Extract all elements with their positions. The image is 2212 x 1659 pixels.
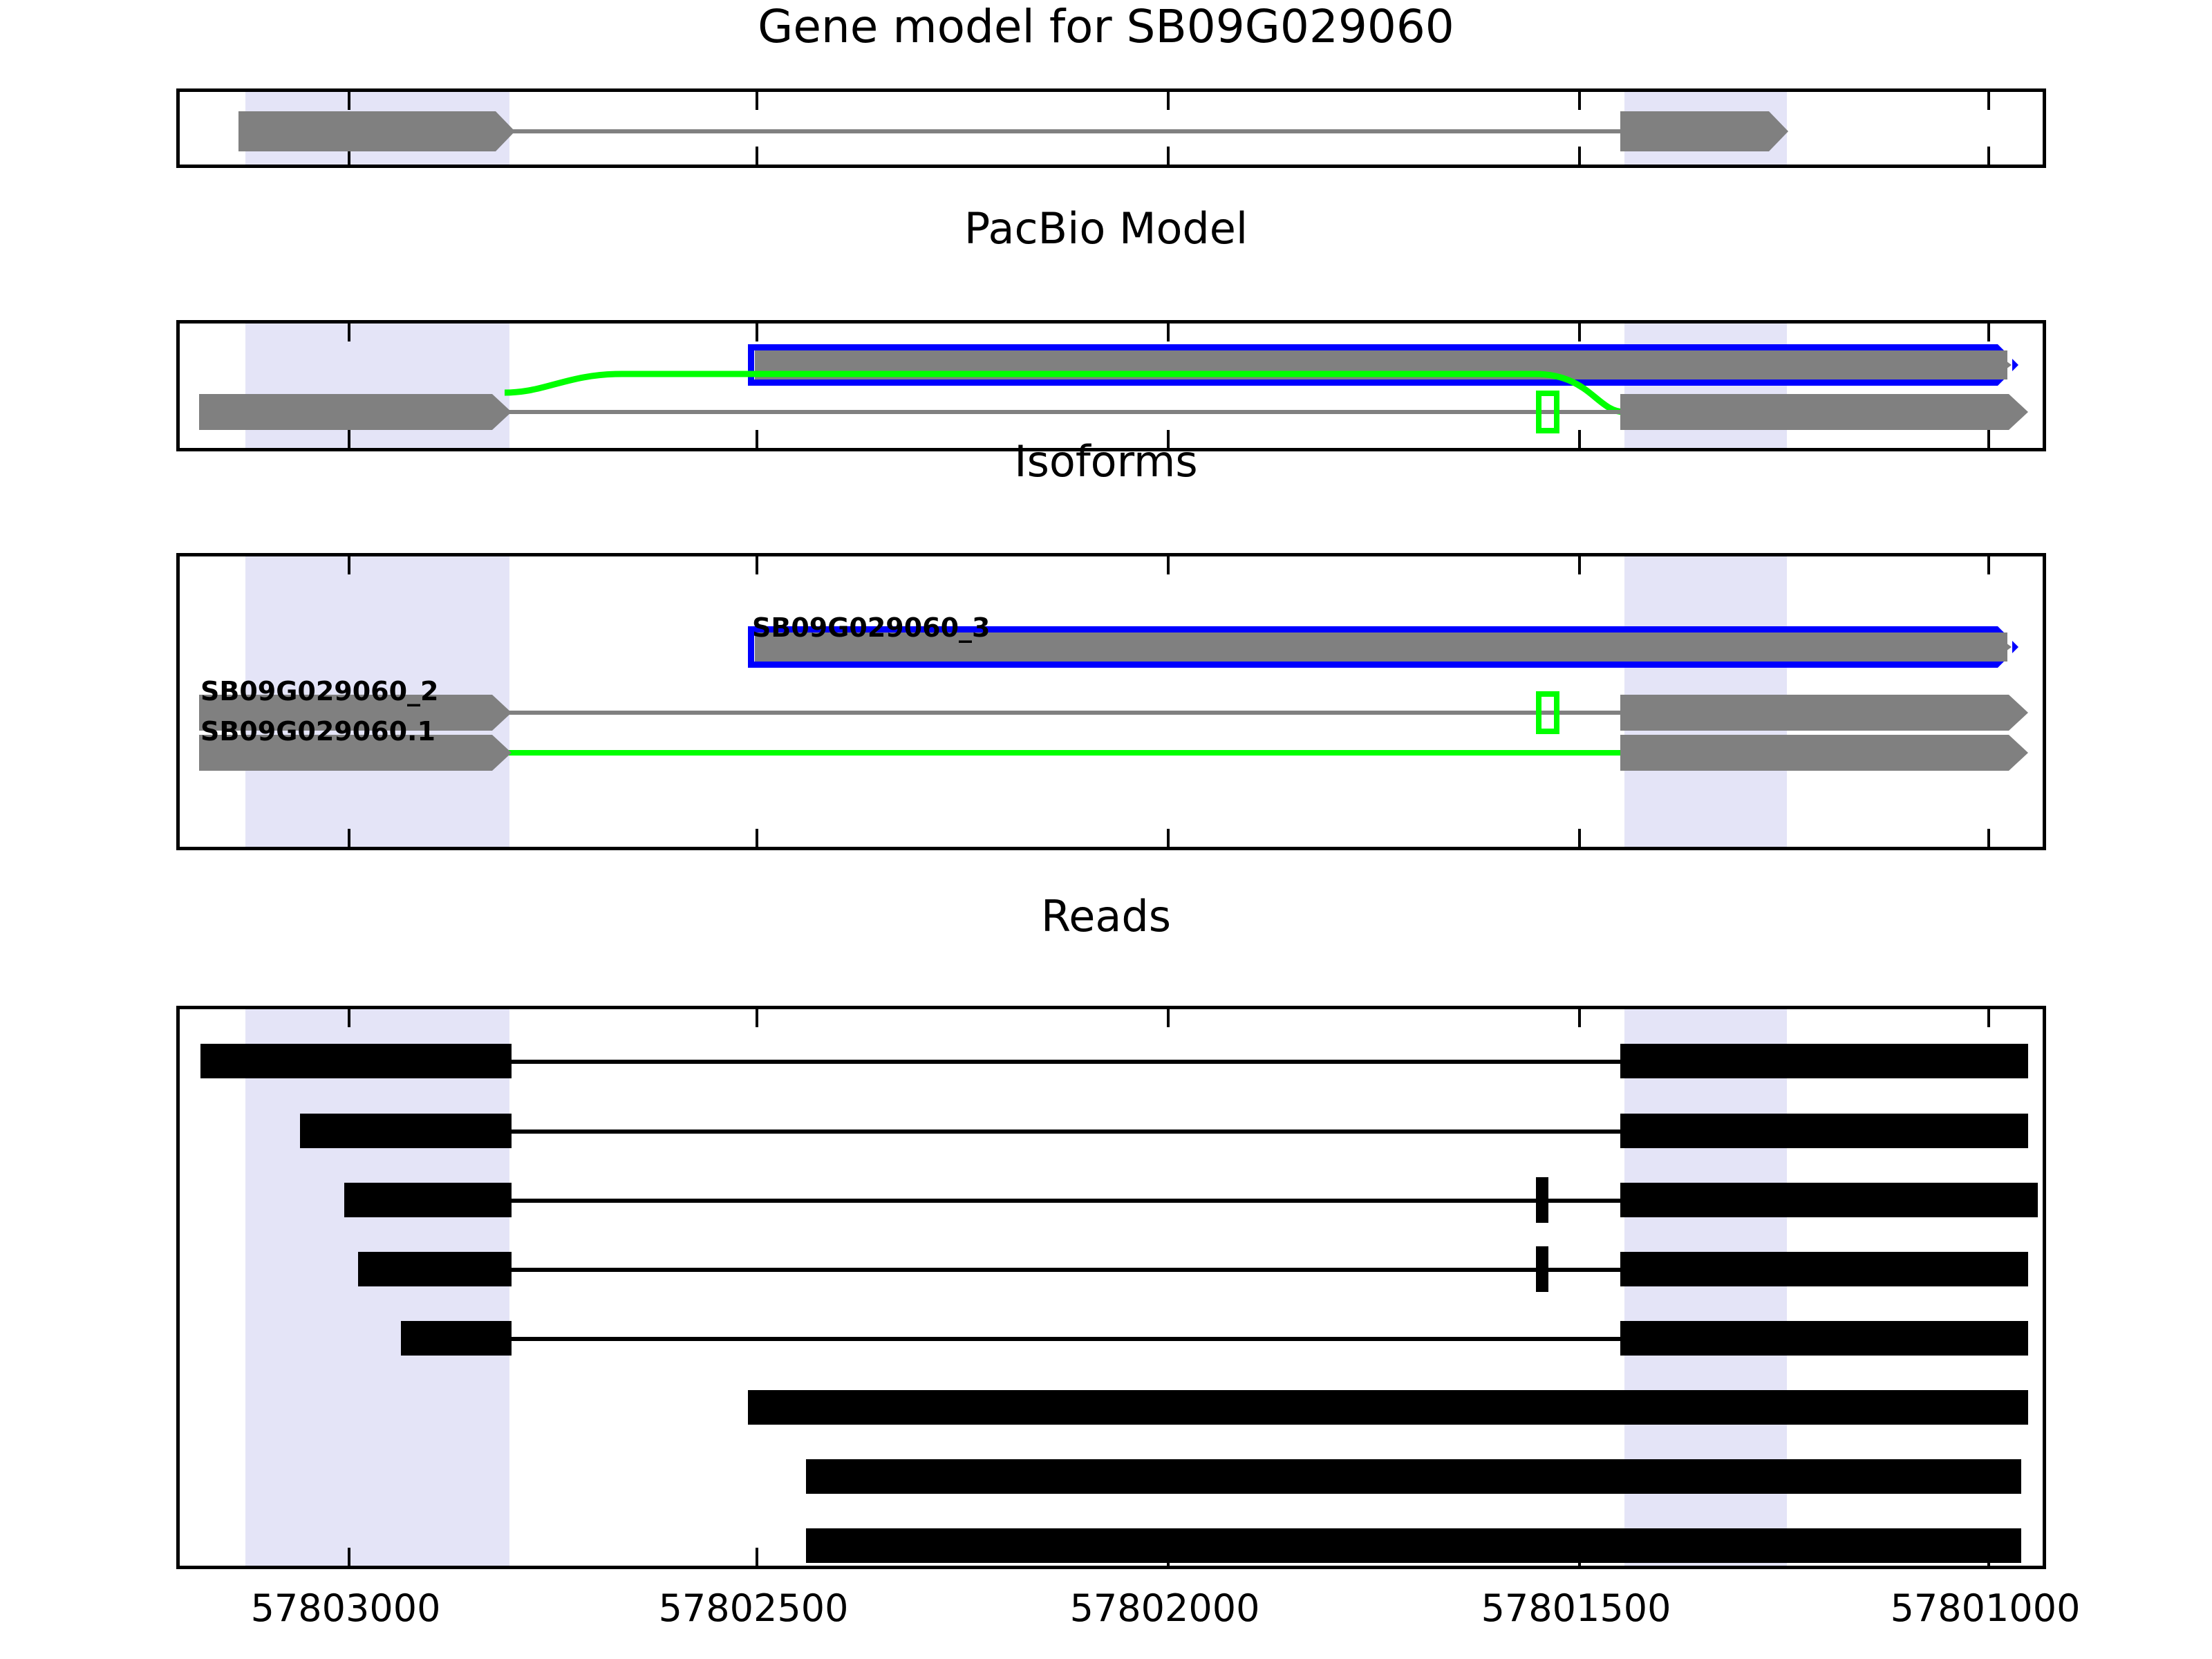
iso1-exon-right	[1620, 735, 2028, 771]
axis-tick	[1167, 324, 1170, 341]
axis-tick	[1578, 556, 1581, 574]
read-7-block	[806, 1459, 2021, 1494]
axis-tick	[756, 556, 758, 574]
xtick-label: 57803000	[250, 1586, 441, 1630]
axis-tick	[348, 324, 350, 341]
iso3-label: SB09G029060_3	[752, 612, 991, 643]
page-title: Gene model for SB09G029060	[758, 0, 1454, 53]
axis-tick	[348, 147, 350, 165]
read-2-block-r	[1620, 1114, 2028, 1148]
axis-tick	[1167, 556, 1170, 574]
highlight-band-left	[245, 1009, 509, 1566]
axis-tick	[756, 1548, 758, 1566]
axis-tick	[756, 147, 758, 165]
axis-tick	[1578, 92, 1581, 110]
read-4-block-r	[1620, 1252, 2028, 1286]
read-3-line	[505, 1199, 1628, 1203]
read-8-block	[806, 1528, 2021, 1563]
axis-tick	[1987, 147, 1990, 165]
panel-title-reads: Reads	[1040, 891, 1172, 941]
read-2-block-l	[300, 1114, 512, 1148]
axis-tick	[1167, 829, 1170, 847]
read-3-block-r	[1620, 1183, 2038, 1217]
axis-tick	[348, 1009, 350, 1027]
iso2-exon-right	[1620, 695, 2028, 731]
axis-tick	[348, 430, 350, 448]
read-5-line	[505, 1337, 1628, 1341]
iso2-green-microexon	[1536, 691, 1559, 734]
iso1-exon-left	[199, 735, 512, 771]
gene-exon-right	[1620, 111, 1788, 151]
read-5-block-l	[401, 1321, 512, 1356]
axis-tick	[1987, 92, 1990, 110]
axis-tick	[756, 430, 758, 448]
pacbio-exon-right	[1620, 394, 2028, 430]
axis-tick	[1578, 147, 1581, 165]
axis-tick	[756, 92, 758, 110]
axis-tick	[1578, 430, 1581, 448]
axis-tick	[756, 324, 758, 341]
xtick-label: 57801000	[1890, 1586, 2081, 1630]
read-1-block-l	[200, 1044, 512, 1078]
read-5-block-r	[1620, 1321, 2028, 1356]
iso3-outline	[748, 626, 2018, 668]
gene-intron	[505, 129, 1628, 133]
panel-pacbio-axes	[176, 320, 2046, 451]
axis-tick	[756, 1009, 758, 1027]
panel-title-isoforms: Isoforms	[1014, 436, 1198, 487]
panel-gene-model-axes	[176, 88, 2046, 168]
panel-reads-axes	[176, 1006, 2046, 1569]
iso2-label: SB09G029060_2	[200, 676, 439, 706]
axis-tick	[1167, 92, 1170, 110]
axis-tick	[1578, 324, 1581, 341]
gene-exon-left	[238, 111, 515, 151]
pacbio-green-microexon	[1536, 391, 1559, 433]
panel-isoforms-axes: SB09G029060_3 SB09G029060_2 SB09G029060.…	[176, 553, 2046, 850]
axis-tick	[348, 829, 350, 847]
read-4-line	[505, 1268, 1628, 1272]
axis-tick	[348, 92, 350, 110]
axis-tick	[756, 829, 758, 847]
xtick-label: 57802500	[658, 1586, 849, 1630]
iso2-intron	[505, 711, 1628, 715]
iso3-fill	[755, 632, 2007, 662]
read-2-line	[505, 1130, 1628, 1134]
pacbio-blue-transcript-outline	[748, 344, 2018, 386]
read-3-microexon	[1536, 1177, 1548, 1223]
axis-tick	[348, 1548, 350, 1566]
axis-tick	[1987, 324, 1990, 341]
read-1-block-r	[1620, 1044, 2028, 1078]
pacbio-exon-left	[199, 394, 512, 430]
read-4-microexon	[1536, 1246, 1548, 1292]
read-1-line	[505, 1060, 1628, 1064]
pacbio-green-splice-curve	[504, 371, 1625, 415]
axis-tick	[1167, 147, 1170, 165]
axis-tick	[1578, 1009, 1581, 1027]
iso1-label: SB09G029060.1	[200, 716, 435, 747]
iso2-exon-left	[199, 695, 512, 731]
axis-tick	[1987, 556, 1990, 574]
read-4-block-l	[358, 1252, 512, 1286]
iso1-green-intron	[505, 750, 1628, 756]
read-6-block	[748, 1390, 2028, 1425]
axis-tick	[1578, 829, 1581, 847]
axis-tick	[1987, 1009, 1990, 1027]
read-3-block-l	[344, 1183, 512, 1217]
axis-tick	[1167, 1009, 1170, 1027]
axis-tick	[1167, 430, 1170, 448]
pacbio-intron	[505, 410, 1628, 414]
xtick-label: 57801500	[1481, 1586, 1671, 1630]
axis-tick	[1987, 430, 1990, 448]
panel-title-pacbio: PacBio Model	[964, 203, 1248, 254]
axis-tick	[348, 556, 350, 574]
axis-tick	[1987, 829, 1990, 847]
xtick-label: 57802000	[1069, 1586, 1260, 1630]
